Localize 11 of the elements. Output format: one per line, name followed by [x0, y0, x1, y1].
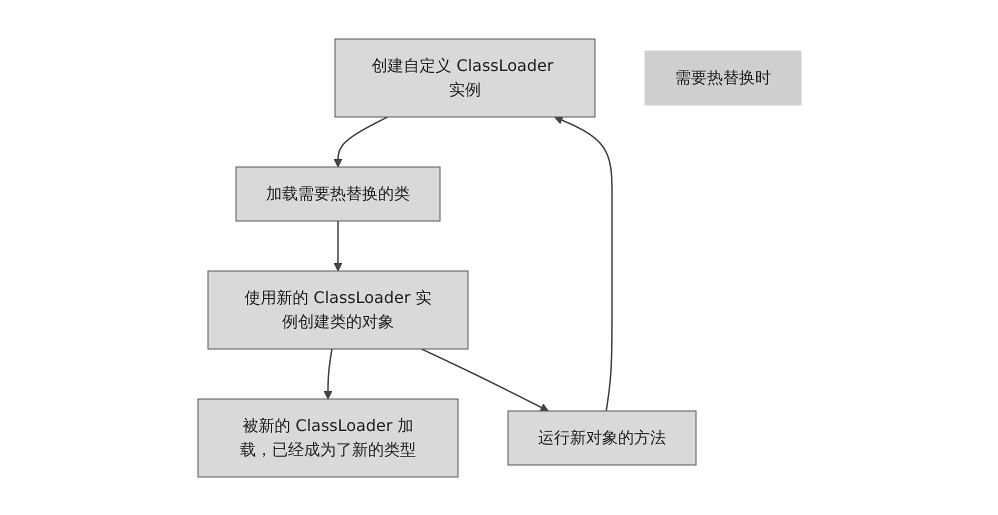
node-box: 加载需要热替换的类 [235, 166, 440, 221]
node-box: 使用新的 ClassLoader 实例创建类的对象 [207, 270, 468, 349]
node-box: 创建自定义 ClassLoader 实例 [334, 38, 595, 117]
node-box: 被新的 ClassLoader 加载，已经成为了新的类型 [197, 398, 458, 477]
arrow [333, 220, 342, 271]
arrow [323, 348, 332, 399]
node-box: 运行新对象的方法 [507, 410, 696, 465]
node-box: 需要热替换时 [644, 50, 801, 105]
arrow [333, 116, 388, 167]
arrow [554, 116, 612, 411]
arrow [420, 348, 548, 411]
